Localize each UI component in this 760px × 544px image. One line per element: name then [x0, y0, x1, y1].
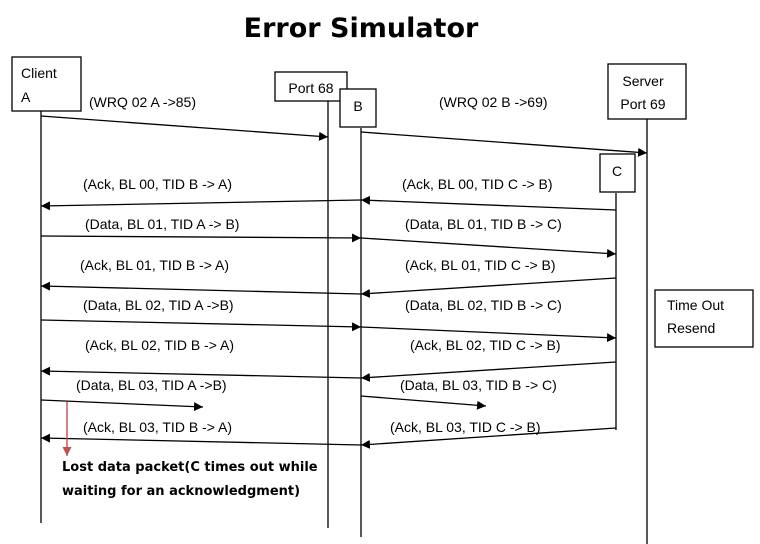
client-label-line2: A [21, 89, 31, 105]
arrow-data01-a-to-b [40, 233, 362, 243]
lost-note-line2: waiting for an acknowledgment) [62, 484, 300, 499]
server-label-line1: Server [622, 73, 664, 89]
timeout-note-line2: Resend [667, 320, 715, 336]
arrow-ack01-b-to-a [40, 281, 362, 295]
msg-label-data03-a: (Data, BL 03, TID A ->B) [76, 377, 227, 393]
arrow-ack03-b-to-a [40, 433, 362, 446]
participant-c-box [599, 153, 636, 193]
arrow-wrq-b-to-server [360, 131, 648, 157]
msg-label-ack02-b: (Ack, BL 02, TID C -> B) [410, 337, 561, 353]
arrow-ack00-c-to-b [360, 195, 617, 211]
msg-label-ack00-b: (Ack, BL 00, TID C -> B) [402, 176, 553, 192]
msg-label-ack00-a: (Ack, BL 00, TID B -> A) [83, 176, 232, 192]
msg-label-ack01-a: (Ack, BL 01, TID B -> A) [80, 257, 229, 273]
server-label-line2: Port 69 [620, 96, 665, 112]
msg-label-ack03-b: (Ack, BL 03, TID C -> B) [390, 419, 541, 435]
arrow-ack02-c-to-b [360, 361, 617, 382]
arrow-ack03-c-to-b [360, 427, 617, 449]
c-label: C [612, 163, 622, 179]
participant-b-box [339, 88, 377, 128]
arrow-ack02-b-to-a [40, 366, 362, 379]
timeout-note-line1: Time Out [667, 297, 724, 313]
message-arrows [40, 115, 648, 449]
msg-label-ack01-b: (Ack, BL 01, TID C -> B) [405, 257, 556, 273]
msg-label-data02-a: (Data, BL 02, TID A ->B) [83, 297, 234, 313]
diagram-title: Error Simulator [244, 13, 479, 44]
msg-label-ack02-a: (Ack, BL 02, TID B -> A) [85, 337, 234, 353]
msg-label-data03-b: (Data, BL 03, TID B -> C) [400, 377, 557, 393]
port68-label: Port 68 [288, 80, 333, 96]
arrow-wrq-a-to-port68 [40, 115, 329, 141]
participant-client-box [11, 56, 82, 112]
arrow-data01-b-to-c [360, 237, 617, 258]
client-label-line1: Client [21, 65, 57, 81]
arrow-ack00-b-to-a [40, 199, 362, 211]
lost-note-line1: Lost data packet(C times out while [62, 460, 318, 475]
msg-label-data02-b: (Data, BL 02, TID B -> C) [405, 297, 562, 313]
msg-label-ack03-a: (Ack, BL 03, TID B -> A) [83, 419, 232, 435]
b-label: B [353, 98, 362, 114]
timeout-note-box [654, 289, 754, 348]
arrow-data03-b-lost [360, 395, 487, 410]
msg-label-data01-b: (Data, BL 01, TID B -> C) [405, 216, 562, 232]
participant-server-box [607, 63, 687, 120]
msg-label-wrq-a: (WRQ 02 A ->85) [89, 94, 196, 110]
msg-label-wrq-b: (WRQ 02 B ->69) [439, 94, 548, 110]
arrow-data03-a-lost [40, 399, 204, 412]
arrow-data02-b-to-c [360, 326, 617, 343]
arrow-ack01-c-to-b [360, 277, 617, 298]
arrow-data02-a-to-b [40, 319, 362, 332]
msg-label-data01-a: (Data, BL 01, TID A -> B) [85, 216, 239, 232]
participant-port68-box [274, 71, 348, 102]
